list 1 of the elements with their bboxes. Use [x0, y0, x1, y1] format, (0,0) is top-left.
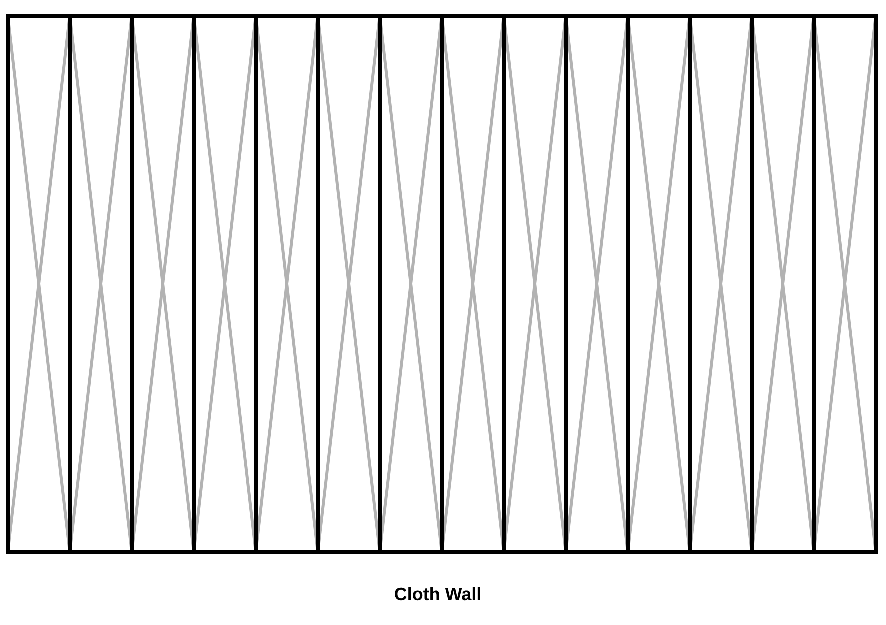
caption: Cloth Wall — [395, 587, 480, 601]
